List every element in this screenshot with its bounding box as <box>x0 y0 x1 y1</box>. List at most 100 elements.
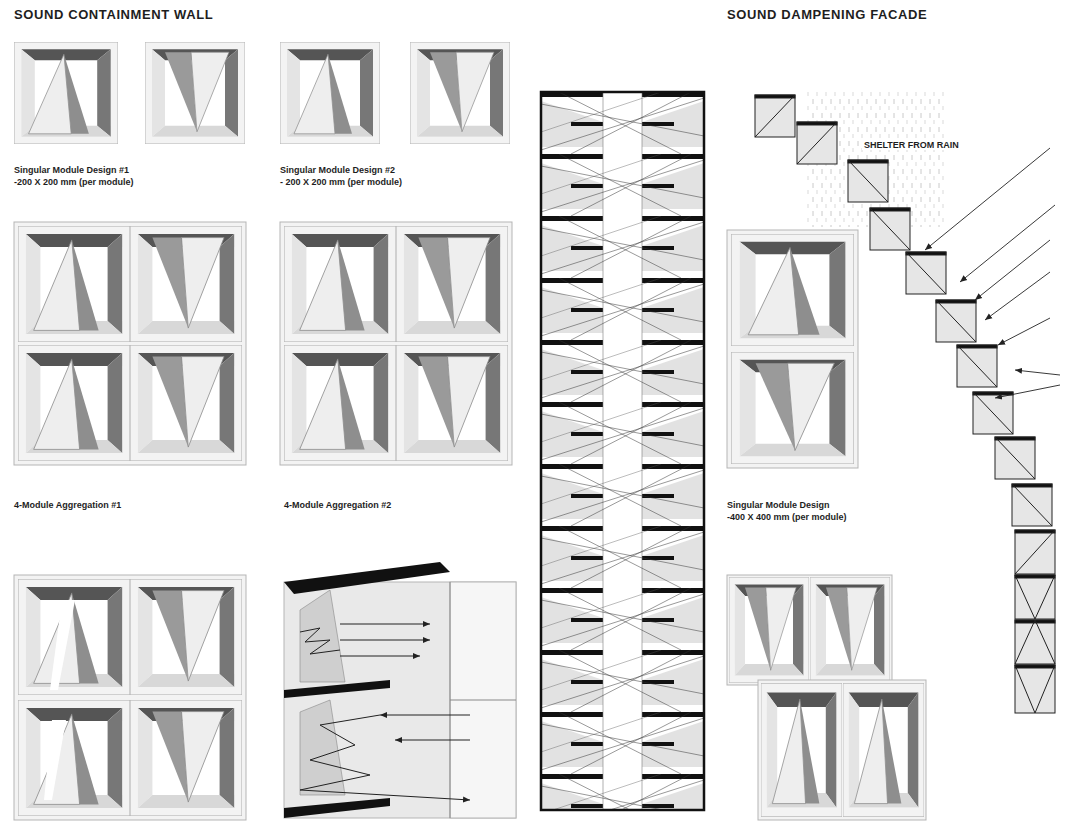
facade-section-part-part <box>870 208 910 250</box>
facade-section-part-part <box>995 437 1035 440</box>
section-heading: SOUND DAMPENING FACADE <box>727 8 927 23</box>
wall-section <box>541 92 704 810</box>
facade-section <box>755 95 1055 713</box>
facade-section-part <box>755 95 795 137</box>
facade-section-part <box>848 160 888 202</box>
section-with-sound-paths-part <box>340 656 420 657</box>
facade-section-part-part <box>1015 575 1055 578</box>
facade-section-part-part <box>1015 665 1035 713</box>
aggregation-modules-part <box>18 226 130 342</box>
section-with-sound-paths-part <box>300 590 345 682</box>
section-with-sound-paths <box>284 562 516 818</box>
section-with-sound-paths-part <box>450 582 516 818</box>
facade-section-part-part <box>906 252 946 294</box>
caption-label: - 200 X 200 mm (per module) <box>280 177 402 187</box>
caption-label: SHELTER FROM RAIN <box>862 140 961 150</box>
section-with-sound-paths-part <box>300 628 340 654</box>
facade-section-part-part <box>957 345 997 387</box>
facade-section-part-part <box>848 160 888 202</box>
facade-section-part <box>1015 575 1055 619</box>
facade-modules-part <box>727 230 858 468</box>
section-with-sound-paths-part <box>300 700 345 795</box>
facade-section-part-part <box>848 160 888 202</box>
facade-section-part-part <box>1015 620 1055 664</box>
aggregation-cutaway-part <box>50 600 75 690</box>
section-with-sound-paths-part <box>340 640 430 641</box>
facade-section-part-part <box>755 95 795 98</box>
facade-modules-part <box>761 683 842 817</box>
facade-section-part <box>1015 620 1055 664</box>
facade-section-part-part <box>870 208 910 211</box>
facade-modules-part <box>731 352 854 464</box>
sound-arrows-part <box>985 272 1050 320</box>
aggregation-cutaway-part <box>18 700 130 816</box>
facade-section-part-part <box>1035 620 1055 664</box>
facade-section-part-part <box>906 252 946 255</box>
facade-section-part-part <box>797 122 837 125</box>
facade-section-part-part <box>1035 575 1055 619</box>
caption-label: Singular Module Design #1 <box>14 165 129 175</box>
aggregation-modules-part <box>130 226 242 342</box>
wall-section-part <box>541 92 704 810</box>
caption-label: Singular Module Design <box>727 500 830 510</box>
facade-section-part-part <box>973 392 1013 395</box>
section-with-sound-paths-part <box>395 740 470 741</box>
section-with-sound-paths-part <box>450 700 516 701</box>
sound-arrows-part <box>960 205 1055 282</box>
facade-section-part-part <box>1015 530 1055 574</box>
single-modules-part <box>280 42 380 144</box>
section-with-sound-paths-part <box>284 582 516 818</box>
facade-section-part-part <box>1012 484 1052 487</box>
facade-modules-part <box>758 680 926 820</box>
section-with-sound-paths-part <box>284 562 450 594</box>
facade-section-part <box>906 252 946 294</box>
facade-section-part-part <box>1015 665 1055 713</box>
facade-section-part-part <box>755 95 795 137</box>
facade-section-part-part <box>973 392 1013 434</box>
facade-modules-part <box>843 683 924 817</box>
aggregation-modules-part <box>130 345 242 461</box>
facade-section-part-part <box>1012 484 1052 526</box>
caption-label: Singular Module Design #2 <box>280 165 395 175</box>
section-with-sound-paths-part <box>340 624 430 625</box>
facade-section-part <box>936 300 976 342</box>
facade-section-part-part <box>755 95 795 137</box>
section-with-sound-paths-part <box>284 798 390 818</box>
facade-modules-part <box>810 577 890 683</box>
facade-section-part <box>995 437 1035 479</box>
facade-section-part <box>870 208 910 250</box>
facade-section-part-part <box>1012 484 1052 526</box>
facade-section-part-part <box>848 160 888 163</box>
aggregation-cutaway-part <box>44 720 66 800</box>
facade-modules-part <box>731 234 854 346</box>
sound-arrows-part <box>975 240 1050 300</box>
sound-arrows-part <box>998 318 1050 345</box>
facade-section-part <box>1012 484 1052 526</box>
sound-arrows <box>925 148 1060 398</box>
sound-arrows-part <box>1015 370 1060 375</box>
facade-section-part-part <box>1015 530 1055 533</box>
aggregation-modules-part <box>18 345 130 461</box>
facade-section-part-part <box>936 300 976 342</box>
facade-section-part <box>973 392 1013 434</box>
facade-section-part-part <box>1015 575 1035 619</box>
facade-modules-part <box>729 577 809 683</box>
facade-section-part <box>797 122 837 164</box>
aggregation-modules-part <box>14 222 246 465</box>
aggregation-cutaway-part <box>130 700 242 816</box>
facade-section-part-part <box>1015 530 1055 574</box>
section-with-sound-paths-part <box>380 715 470 716</box>
facade-section-part-part <box>797 122 837 164</box>
facade-section-part-part <box>797 122 837 164</box>
aggregation-modules-part <box>396 226 508 342</box>
facade-section-part-part <box>957 345 997 387</box>
caption-label: 4-Module Aggregation #2 <box>284 500 391 510</box>
facade-modules-part <box>727 575 892 685</box>
section-heading: SOUND CONTAINMENT WALL <box>14 8 213 23</box>
facade-section-part-part <box>973 392 1013 434</box>
facade-section-part <box>1015 530 1055 574</box>
aggregation-modules-part <box>396 345 508 461</box>
facade-section-part <box>1015 665 1055 713</box>
aggregation-cutaway-part <box>18 579 130 695</box>
aggregation-cutaway <box>14 575 246 820</box>
